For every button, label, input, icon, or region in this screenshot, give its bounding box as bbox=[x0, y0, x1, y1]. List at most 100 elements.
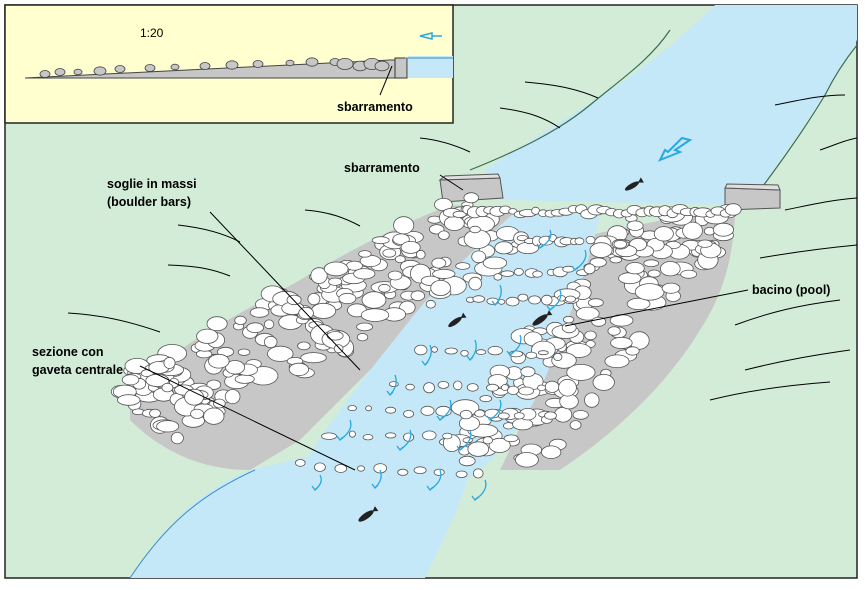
boulder bbox=[467, 441, 490, 457]
flow-arrow-head-icon bbox=[571, 265, 579, 271]
boulder bbox=[234, 315, 247, 325]
inset-boulder bbox=[144, 64, 156, 72]
boulder-field bbox=[110, 192, 742, 479]
inset-boulder bbox=[54, 68, 66, 76]
boulder bbox=[263, 319, 275, 330]
boulder bbox=[356, 322, 374, 332]
boulder bbox=[544, 411, 557, 420]
boulder bbox=[472, 468, 484, 479]
boulder bbox=[712, 222, 734, 237]
boulder bbox=[225, 360, 246, 375]
boulder bbox=[161, 382, 174, 393]
inset-weir-label: sbarramento bbox=[337, 100, 413, 114]
boulder bbox=[587, 298, 604, 308]
boulder bbox=[562, 315, 575, 324]
boulder bbox=[432, 268, 456, 279]
inset-boulder bbox=[336, 58, 354, 71]
boulder bbox=[610, 336, 633, 349]
boulder bbox=[392, 233, 410, 245]
boulder bbox=[307, 292, 321, 306]
boulder bbox=[528, 295, 541, 305]
boulder bbox=[497, 412, 510, 420]
inset-weir-leader bbox=[379, 65, 393, 96]
fish-icon bbox=[448, 312, 467, 328]
boulder bbox=[184, 388, 205, 406]
boulder bbox=[431, 346, 438, 353]
boulder bbox=[458, 455, 476, 467]
inset-boulder bbox=[374, 60, 390, 72]
boulder bbox=[237, 348, 251, 356]
boulder bbox=[356, 333, 369, 342]
boulder bbox=[604, 354, 630, 369]
upstream-flow-arrow-icon bbox=[657, 136, 693, 162]
boulder bbox=[310, 302, 337, 319]
boulder bbox=[373, 463, 388, 474]
boulder bbox=[385, 432, 397, 439]
boulder bbox=[353, 268, 376, 280]
boulder bbox=[422, 430, 437, 441]
boulder bbox=[249, 307, 270, 318]
boulder bbox=[297, 341, 311, 351]
boulder bbox=[589, 257, 607, 268]
boulder bbox=[583, 263, 596, 275]
boulder bbox=[459, 409, 473, 420]
boulder bbox=[515, 452, 539, 468]
boulder bbox=[405, 383, 415, 391]
pool-label: bacino (pool) bbox=[752, 283, 830, 297]
boulder bbox=[430, 279, 451, 296]
flow-arrow-head-icon bbox=[426, 485, 434, 491]
boulder bbox=[334, 464, 348, 473]
flow-arrow-head-icon bbox=[456, 445, 464, 451]
flow-arrow-head-icon bbox=[491, 300, 499, 306]
flow-arrow-head-icon bbox=[486, 415, 494, 421]
boulder bbox=[397, 468, 409, 476]
boulder bbox=[500, 384, 509, 391]
boulder bbox=[537, 350, 549, 356]
boulder bbox=[486, 383, 499, 392]
boulder bbox=[482, 436, 494, 445]
boulder bbox=[410, 290, 426, 302]
boulder bbox=[403, 409, 415, 418]
boulder bbox=[365, 405, 373, 412]
downstream-left-shore bbox=[129, 469, 256, 579]
inset-boulder bbox=[93, 66, 107, 76]
boulder bbox=[525, 351, 538, 359]
boulder bbox=[572, 410, 589, 420]
boulder bbox=[433, 468, 445, 476]
boulder bbox=[541, 294, 553, 306]
boulder bbox=[460, 349, 469, 357]
boulder bbox=[387, 270, 403, 281]
boulder bbox=[544, 380, 560, 393]
boulder bbox=[121, 374, 140, 386]
boulder bbox=[326, 331, 344, 341]
boulder bbox=[474, 409, 486, 418]
flow-arrow-head-icon bbox=[466, 355, 474, 361]
boulder bbox=[156, 420, 180, 433]
boulder bbox=[493, 273, 503, 281]
boulder bbox=[338, 292, 357, 305]
inset-panel: 1:20 sbarramento bbox=[4, 4, 454, 124]
boulder bbox=[584, 392, 600, 408]
boulder bbox=[488, 437, 511, 453]
boulder bbox=[482, 256, 508, 270]
flow-arrow-head-icon bbox=[396, 445, 404, 451]
fish-icon bbox=[358, 506, 379, 522]
boulder bbox=[414, 344, 428, 356]
boulder bbox=[300, 352, 327, 364]
boulder bbox=[246, 322, 265, 334]
boulder bbox=[585, 236, 596, 245]
flow-arrow-head-icon bbox=[471, 495, 479, 501]
flow-arrow-head-icon bbox=[506, 350, 514, 356]
boulder bbox=[415, 249, 426, 260]
boulder bbox=[574, 237, 585, 246]
boulder bbox=[425, 299, 436, 309]
boulder bbox=[357, 465, 365, 472]
inset-boulder bbox=[305, 57, 319, 67]
flow-arrow-head-icon bbox=[421, 360, 429, 366]
boulder bbox=[531, 340, 556, 360]
boulder bbox=[310, 267, 328, 284]
boulder bbox=[520, 366, 536, 378]
flow-arrow-head-icon bbox=[386, 390, 394, 396]
boulder bbox=[518, 386, 534, 396]
